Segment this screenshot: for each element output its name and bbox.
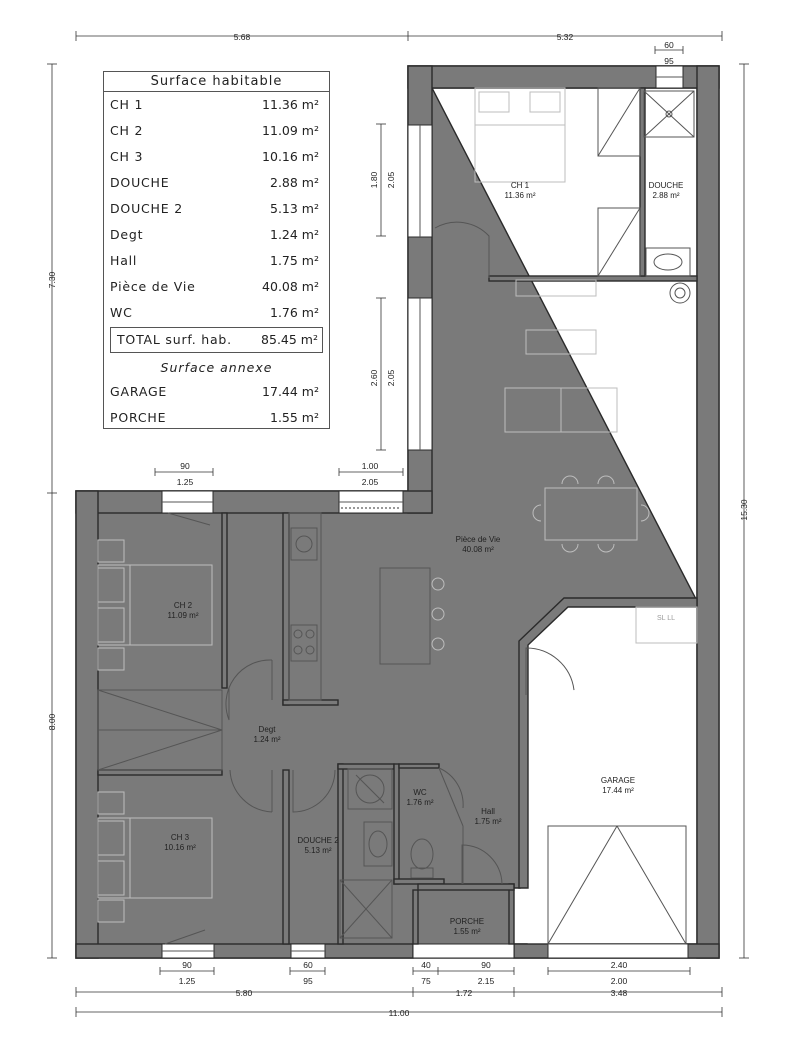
sink-label: SL LL: [657, 615, 675, 622]
dim-right-total: 15.30: [739, 499, 749, 521]
legend-annexe-title: Surface annexe: [160, 360, 273, 375]
room-wc-area: 1.76 m²: [406, 798, 433, 807]
room-degt-name: Degt: [259, 725, 277, 734]
room-ch1-area: 11.36 m²: [505, 191, 536, 200]
room-hall-name: Hall: [481, 807, 495, 816]
dim-bot-porch-a: 40: [421, 960, 431, 970]
room-douche-area: 2.88 m²: [652, 191, 679, 200]
room-garage-area: 17.44 m²: [602, 786, 634, 795]
room-ch2-area: 11.09 m²: [168, 611, 199, 620]
dim-bot-porch-c: 90: [481, 960, 491, 970]
dim-bot-d2-a: 60: [303, 960, 313, 970]
room-hall-area: 1.75 m²: [474, 817, 501, 826]
dim-bot-row2-a: 5.80: [236, 988, 253, 998]
dim-left-lower: 8.00: [47, 713, 57, 730]
dim-bot-garage-a: 2.40: [611, 960, 628, 970]
dim-bot-row2-b: 1.72: [456, 988, 473, 998]
dim-top-left: 5.68: [234, 32, 251, 42]
room-ch2-name: CH 2: [174, 601, 193, 610]
dim-bot-d2-b: 95: [303, 976, 313, 986]
dim-win-upper-a: 1.80: [369, 171, 379, 188]
dim-bot-garage-b: 2.00: [611, 976, 628, 986]
dim-top-window-a: 60: [664, 40, 674, 50]
dim-door-b: 2.05: [362, 477, 379, 487]
interior-walls: [97, 87, 698, 945]
room-ch1-name: CH 1: [511, 181, 530, 190]
room-labels: CH 1 11.36 m² DOUCHE 2.88 m² Pièce de Vi…: [164, 181, 683, 936]
room-piece-de-vie-area: 40.08 m²: [462, 545, 494, 554]
room-douche2-area: 5.13 m²: [304, 846, 331, 855]
room-degt-area: 1.24 m²: [253, 735, 280, 744]
legend-total: TOTAL surf. hab. 85.45 m²: [110, 327, 323, 353]
dim-bot-porch-d: 2.15: [478, 976, 495, 986]
dim-win-upper-b: 2.05: [386, 171, 396, 188]
room-ch3-area: 10.16 m²: [164, 843, 196, 852]
dim-door-a: 1.00: [362, 461, 379, 471]
legend-total-label: TOTAL surf. hab.: [117, 332, 232, 347]
room-wc-name: WC: [413, 788, 427, 797]
room-garage-name: GARAGE: [601, 776, 635, 785]
legend-total-value: 85.45 m²: [261, 332, 318, 347]
dimension-lines: [47, 31, 749, 1017]
furniture: [97, 87, 698, 945]
room-douche-name: DOUCHE: [649, 181, 684, 190]
dim-bot-porch-b: 75: [421, 976, 431, 986]
wall-segments: [75, 65, 720, 959]
dim-ch2-win-b: 1.25: [177, 477, 194, 487]
dimension-labels: 5.68 5.32 60 95 7.30 8.00 15.30 1.80 2.0…: [47, 32, 749, 1018]
dim-bot-row2-c: 3.48: [611, 988, 628, 998]
room-piece-de-vie-name: Pièce de Vie: [456, 535, 501, 544]
dim-bot-ch3-b: 1.25: [179, 976, 196, 986]
dim-top-right: 5.32: [557, 32, 574, 42]
dim-win-mid-a: 2.60: [369, 369, 379, 386]
dim-win-mid-b: 2.05: [386, 369, 396, 386]
dim-left-upper: 7.30: [47, 271, 57, 288]
room-porche-area: 1.55 m²: [453, 927, 480, 936]
room-porche-name: PORCHE: [450, 917, 484, 926]
dim-bot-ch3-a: 90: [182, 960, 192, 970]
dim-bot-total: 11.00: [389, 1008, 410, 1018]
room-ch3-name: CH 3: [171, 833, 190, 842]
legend-title: Surface habitable: [104, 72, 329, 92]
doors: [164, 221, 575, 945]
room-douche2-name: DOUCHE 2: [297, 836, 339, 845]
dim-ch2-win-a: 90: [180, 461, 190, 471]
dim-top-window-b: 95: [664, 56, 674, 66]
